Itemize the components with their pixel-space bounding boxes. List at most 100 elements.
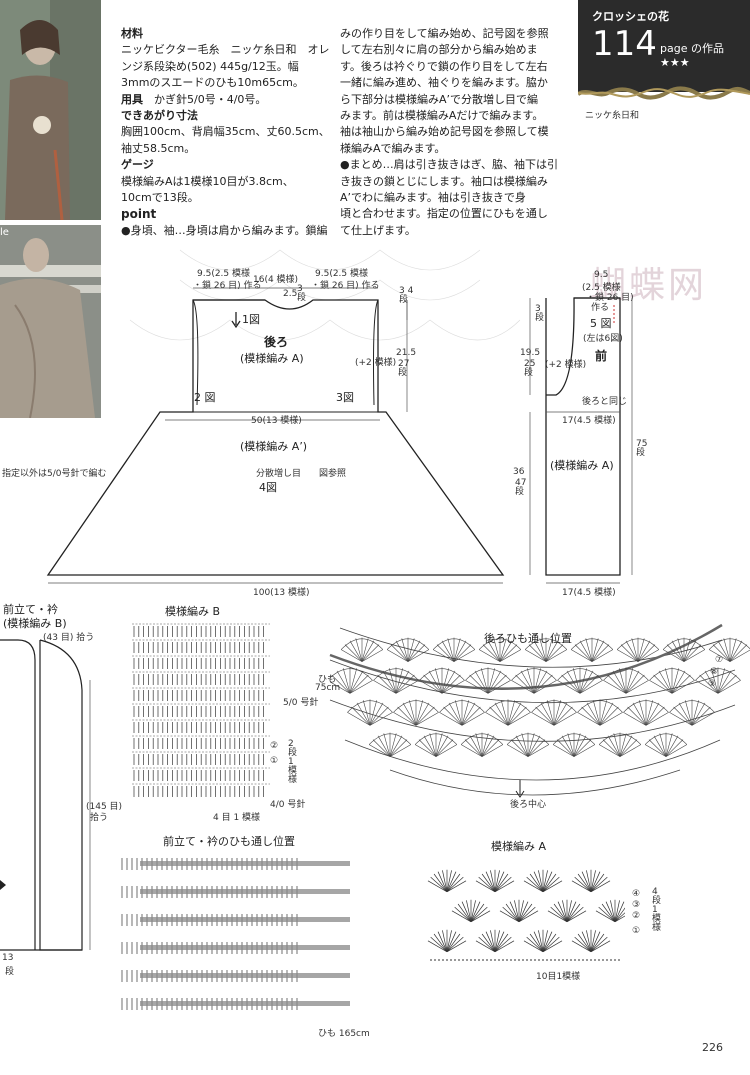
string-length: ひも 165cm (318, 1029, 370, 1039)
stitch-fan (570, 637, 614, 662)
front-width-mid: 17(4.5 模様) (562, 416, 616, 426)
stitch-fan (330, 667, 373, 694)
stitch-fan (506, 732, 550, 757)
pattern-b-chart (132, 623, 270, 797)
stitch-fan (432, 637, 476, 662)
stitch-fan (531, 699, 577, 726)
stitch-fan (439, 699, 485, 726)
pattern-a-title: 模様編み A (491, 840, 547, 853)
stitch-fan (347, 699, 393, 726)
gauge-heading: ゲージ (121, 158, 154, 172)
stitch-fan (523, 929, 563, 953)
materials-heading: 材料 (121, 27, 143, 40)
stitch-fan (557, 667, 603, 694)
pattern-a-row1: ① (632, 926, 641, 936)
stitch-fan (695, 667, 741, 694)
front-top-dim3: ・鎖 26 目) (586, 293, 634, 303)
pattern-a-row3: ③ (632, 900, 641, 910)
fig1-label: 1図 (242, 313, 260, 326)
instruction-line: ら下部分は模様編みA’で分散増し目で編 (340, 92, 539, 106)
stitch-fan (414, 732, 458, 757)
pattern-a-rows: 4段1模様 (652, 887, 662, 933)
pattern-b-hook5: 5/0 号針 (283, 698, 319, 708)
tools-heading: 用具 (121, 92, 143, 106)
instruction-line: 頃と合わせます。指定の位置にひもを通し (340, 207, 548, 221)
project-rating: page の作品 ★★★ (660, 42, 724, 69)
fig5-label: 5 図 (590, 317, 612, 330)
stitch-fan (595, 899, 625, 923)
front-plus-rows: (+2 模様) (545, 360, 587, 370)
string-position-chart (121, 858, 350, 1010)
stitch-fan (373, 667, 419, 694)
front-top-dim: 9.5 (594, 270, 609, 280)
back-title: 後ろ (264, 335, 289, 349)
front-side-rows: 47 段 (515, 478, 527, 497)
back-armhole-dim: 21.5 (396, 348, 417, 358)
stitch-fan (649, 667, 695, 694)
stitch-fan (511, 667, 557, 694)
front-band-pickup-side: (145 目) (86, 802, 123, 812)
string-band (140, 861, 350, 866)
row-9-marker: ⑨ (708, 679, 717, 689)
back-armhole-rows: 27 段 (398, 359, 410, 378)
pattern-a-row2: ② (632, 911, 641, 921)
stitch-fan (662, 637, 706, 662)
stitch-fan (499, 899, 539, 923)
instruction-line: 一緒に編み進め、袖ぐりを編みます。脇か (340, 76, 548, 90)
back-string-stitch-fans (330, 637, 750, 757)
background-stitch-pattern (129, 249, 521, 341)
tools-text: かぎ針5/0号・4/0号。 (154, 92, 267, 106)
back-string-chart (329, 627, 736, 796)
instruction-line: みます。前は模様編みAだけで編みます。 (340, 109, 544, 123)
stitch-fan (623, 699, 669, 726)
pattern-b-row1: ① (270, 756, 279, 766)
stitch-fan (547, 899, 587, 923)
stitch-fan (451, 899, 491, 923)
size-line: 胸囲100cm、背肩幅35cm、丈60.5cm、 (121, 125, 330, 139)
stitch-fan (644, 732, 688, 757)
project-number: 114 (592, 24, 657, 64)
pattern-b-row2: ② (270, 741, 279, 751)
stitch-fan (460, 732, 504, 757)
stitch-fan (485, 699, 531, 726)
back-center: 後ろ中心 (510, 800, 547, 810)
stitch-fan (603, 667, 649, 694)
hook-note: 指定以外は5/0号針で編む (2, 469, 107, 479)
front-top-dim4: 作る (591, 303, 610, 313)
row-7-marker: ⑦ (715, 655, 724, 665)
pattern-b-repeat: 4 目 1 模様 (213, 813, 261, 823)
instruction-line: き抜きの鎖とじにします。袖口は模様編み (340, 174, 548, 188)
materials-line: ニッケビクター毛糸 ニッケ糸日和 オレ (121, 43, 330, 57)
pattern-a-row4: ④ (632, 889, 641, 899)
instruction-line: みの作り目をして編み始め、記号図を参照 (340, 27, 549, 40)
stitch-fan (524, 637, 568, 662)
front-band-pickup-side2: 拾う (90, 813, 109, 823)
gauge-line: 10cmで13段。 (121, 191, 199, 205)
instruction-line: ●まとめ…肩は引き抜きはぎ、脇、袖下は引 (340, 158, 559, 172)
gauge-line: 模様編みAは1模様10目が3.8cm、 (121, 174, 294, 188)
front-armhole-dim: 19.5 (520, 348, 541, 358)
back-top-right-dim2: ・鎖 26 目) 作る (311, 281, 380, 291)
stitch-fan (571, 869, 611, 893)
fig2-label: 2 図 (194, 391, 216, 404)
back-neck-dim: 2.5 (283, 289, 298, 299)
instructions-col2: みの作り目をして編み始め、記号図を参照 して左右別々に肩の部分から編み始めま す… (340, 26, 565, 239)
instruction-line: 袖は袖山から編み始め記号図を参照して模 (340, 125, 549, 139)
stitch-fan (708, 637, 750, 662)
front-top-dim2: (2.5 模様 (582, 283, 621, 293)
stitch-fan (419, 667, 465, 694)
front-side-dim: 36 (513, 467, 525, 477)
string-band (140, 1001, 350, 1006)
back-string-length: 75cm (315, 683, 341, 693)
front-bottom-dim: 17(4.5 模様) (562, 588, 616, 598)
stitch-fan (386, 637, 430, 662)
size-line: 袖丈58.5cm。 (121, 141, 196, 155)
front-title: 前 (595, 349, 608, 363)
back-top-left-dim: 9.5(2.5 模様 (197, 269, 250, 279)
back-neck-rows: 3 段 (297, 284, 307, 303)
string-band (140, 945, 350, 950)
back-lower-pattern: (模様編み A’) (240, 440, 308, 453)
string-band (140, 889, 350, 894)
pattern-b-rows: 2段1模様 (288, 739, 298, 785)
